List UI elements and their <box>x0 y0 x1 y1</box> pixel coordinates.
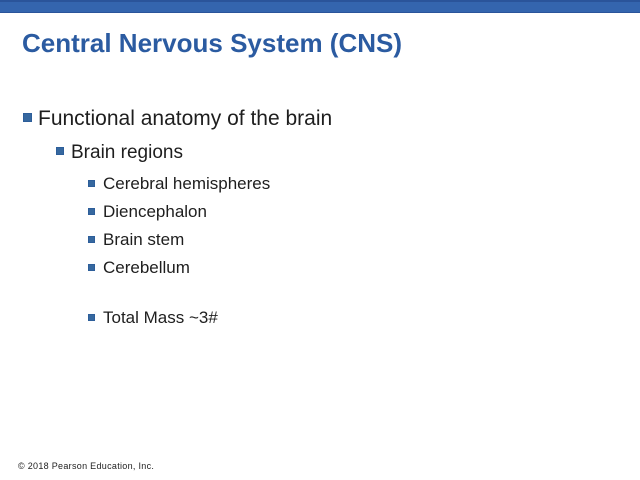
bullet-text: Brain regions <box>71 142 183 163</box>
bullet-item-level2: Brain regions <box>56 140 612 166</box>
bullet-item-level3: Total Mass ~3# <box>88 306 612 330</box>
bullet-item-level3: Cerebral hemispheres <box>88 172 612 196</box>
bullet-square-icon <box>23 113 32 123</box>
bullet-square-icon <box>56 147 64 156</box>
bullet-square-icon <box>88 235 95 243</box>
bullet-item-level3: Diencephalon <box>88 200 612 224</box>
bullet-text: Cerebellum <box>103 258 190 277</box>
bullet-square-icon <box>88 313 95 321</box>
bullet-text: Cerebral hemispheres <box>103 174 271 193</box>
bullet-text: Diencephalon <box>103 202 207 221</box>
bullet-text: Total Mass ~3# <box>103 308 218 327</box>
bullet-square-icon <box>88 263 95 271</box>
top-accent-bar <box>0 0 640 13</box>
bullet-square-icon <box>88 207 95 215</box>
bullet-square-icon <box>88 179 95 187</box>
slide-body: Functional anatomy of the brain Brain re… <box>22 104 612 334</box>
bullet-item-level1: Functional anatomy of the brain <box>23 104 612 134</box>
bullet-text: Brain stem <box>103 230 185 249</box>
slide-title: Central Nervous System (CNS) <box>22 28 402 58</box>
bullet-text: Functional anatomy of the brain <box>38 107 333 130</box>
bullet-item-level3: Cerebellum <box>88 256 612 280</box>
bullet-item-level3: Brain stem <box>88 228 612 252</box>
copyright-footer: © 2018 Pearson Education, Inc. <box>18 461 155 471</box>
